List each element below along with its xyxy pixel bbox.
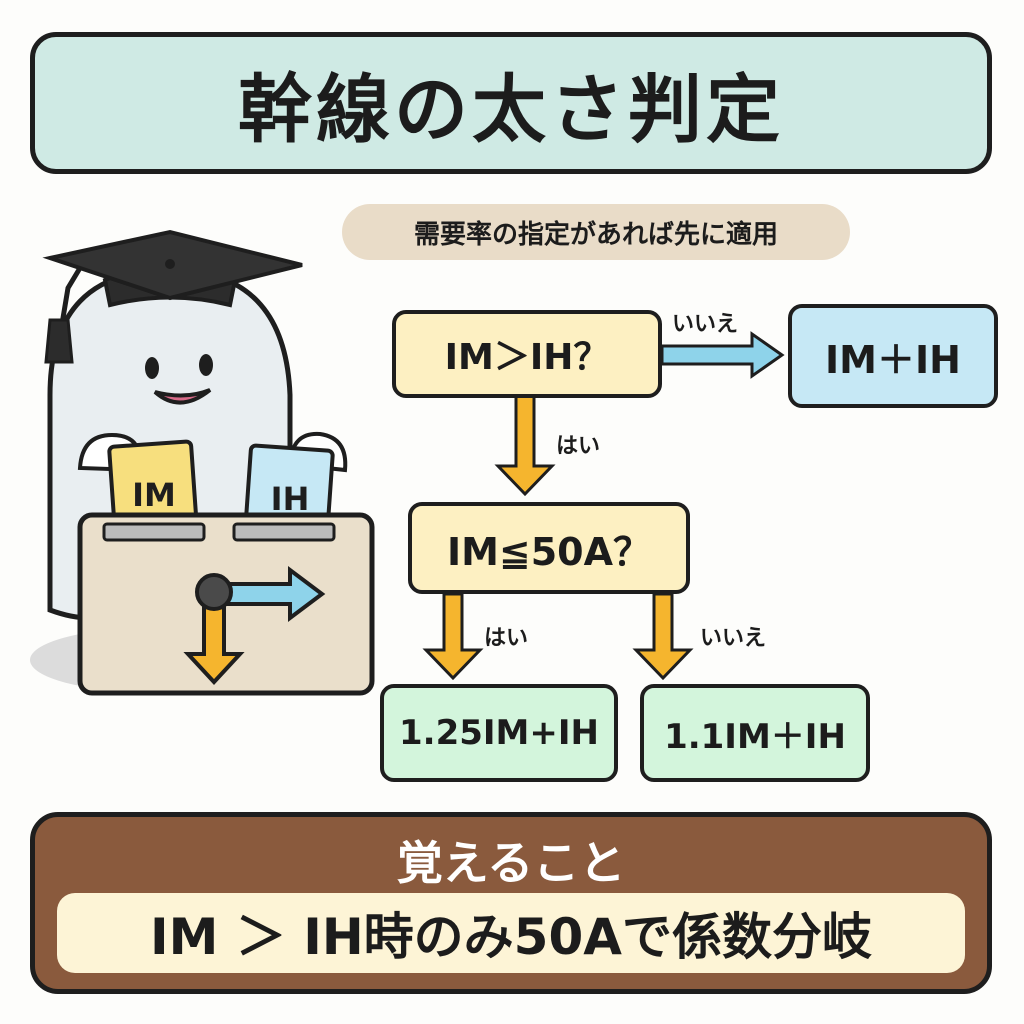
memo-heading: 覚えること: [396, 836, 626, 890]
box-slot-right: [232, 522, 336, 542]
arrow-q1-to-q1-no-result: [660, 331, 785, 379]
edge-label-no-1: いいえ: [672, 312, 739, 337]
decision-im-greater-than-ih: IM＞IH？: [392, 310, 662, 398]
result-1-1im-plus-ih: 1.1IM＋IH: [640, 684, 870, 782]
arrow-q2-to-yes-result: [422, 592, 484, 681]
result-1-25im-plus-ih: 1.25IM+IH: [380, 684, 618, 782]
memo-text: IM ＞ IH時のみ50Aで係数分岐: [57, 893, 965, 973]
arrow-q1-to-q2: [494, 394, 556, 497]
result-im-plus-ih: IM＋IH: [788, 304, 998, 408]
arrow-q2-to-no-result: [632, 592, 694, 681]
ih-card-label: IH: [271, 480, 310, 518]
graduation-cap-icon: [42, 229, 303, 364]
title-banner: 幹線の太さ判定: [30, 32, 992, 174]
im-card-label: IM: [132, 476, 176, 514]
memo-panel: 覚えること IM ＞ IH時のみ50Aで係数分岐: [30, 812, 992, 994]
smile-mouth: [153, 388, 212, 405]
edge-label-no-2: いいえ: [700, 626, 767, 651]
demand-factor-note: 需要率の指定があれば先に適用: [342, 204, 850, 260]
edge-label-yes-2: はい: [484, 626, 529, 651]
box-slot-left: [102, 522, 206, 542]
ghost-character-illustration: IM IH: [30, 229, 375, 696]
left-eye: [145, 357, 159, 379]
page-title: 幹線の太さ判定: [238, 66, 784, 153]
edge-label-yes-1: はい: [556, 434, 601, 459]
right-eye: [199, 354, 213, 376]
box-pivot-knob: [195, 573, 233, 611]
im-card: IM: [107, 439, 199, 537]
decision-im-le-50a: IM≦50A？: [408, 502, 690, 594]
